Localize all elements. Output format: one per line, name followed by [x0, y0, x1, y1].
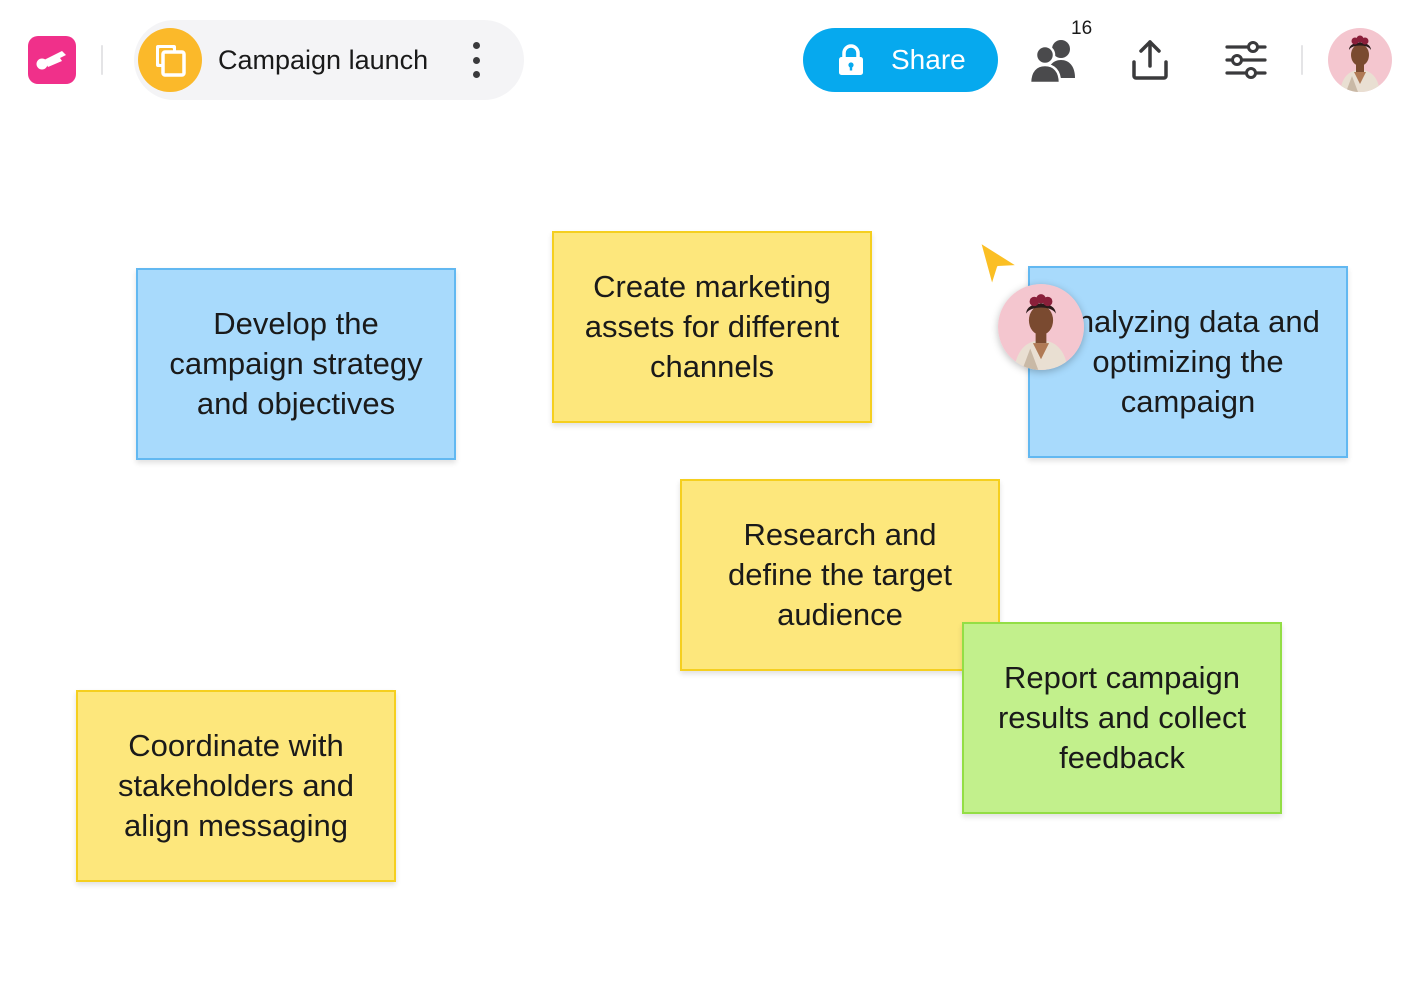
- sticky-note-report[interactable]: Report campaign results and collect feed…: [962, 622, 1282, 814]
- sticky-note-text: Analyzing data and optimizing the campai…: [1056, 304, 1320, 419]
- header-divider: [101, 45, 103, 75]
- settings-button[interactable]: [1218, 32, 1274, 88]
- sliders-icon: [1225, 41, 1267, 79]
- pink-key-logo-icon: [36, 51, 66, 70]
- export-button[interactable]: [1122, 32, 1178, 88]
- sticky-note-text: Coordinate with stakeholders and align m…: [117, 728, 355, 843]
- board-menu-button[interactable]: [466, 42, 486, 78]
- user-avatar[interactable]: [1328, 28, 1392, 92]
- header-divider: [1301, 45, 1303, 75]
- board-canvas[interactable]: Develop the campaign strategy and object…: [0, 110, 1424, 1008]
- collaborator-cursor-icon: [978, 240, 1020, 293]
- collaborator-avatar: [998, 284, 1084, 370]
- upload-icon: [1132, 40, 1168, 80]
- copy-frames-icon: [138, 28, 202, 92]
- sticky-note-text: Report campaign results and collect feed…: [997, 660, 1247, 775]
- share-button-label: Share: [891, 44, 966, 75]
- sticky-note-text: Research and define the target audience: [727, 517, 953, 632]
- vertical-dots-icon: [472, 42, 480, 49]
- board-title-pill[interactable]: Campaign launch: [134, 20, 524, 100]
- lock-icon: [837, 44, 865, 79]
- sticky-note-analyze[interactable]: Analyzing data and optimizing the campai…: [1028, 266, 1348, 458]
- collaborators-button[interactable]: [1026, 32, 1082, 88]
- sticky-note-assets[interactable]: Create marketing assets for different ch…: [552, 231, 872, 423]
- share-button[interactable]: Share: [803, 28, 998, 92]
- collaborator-avatar-image: [998, 284, 1084, 370]
- people-icon: [1028, 40, 1075, 84]
- sticky-note-coordinate[interactable]: Coordinate with stakeholders and align m…: [76, 690, 396, 882]
- sticky-note-research[interactable]: Research and define the target audience: [680, 479, 1000, 671]
- user-avatar-image: [1328, 28, 1392, 92]
- app-logo[interactable]: [28, 36, 76, 84]
- menu-dot: [472, 56, 480, 64]
- sticky-note-text: Develop the campaign strategy and object…: [169, 306, 423, 421]
- sticky-note-strategy[interactable]: Develop the campaign strategy and object…: [136, 268, 456, 460]
- board-title[interactable]: Campaign launch: [218, 45, 429, 75]
- collaborator-count: 16: [1071, 18, 1093, 39]
- sticky-note-text: Create marketing assets for different ch…: [584, 269, 840, 384]
- menu-dot: [472, 71, 480, 78]
